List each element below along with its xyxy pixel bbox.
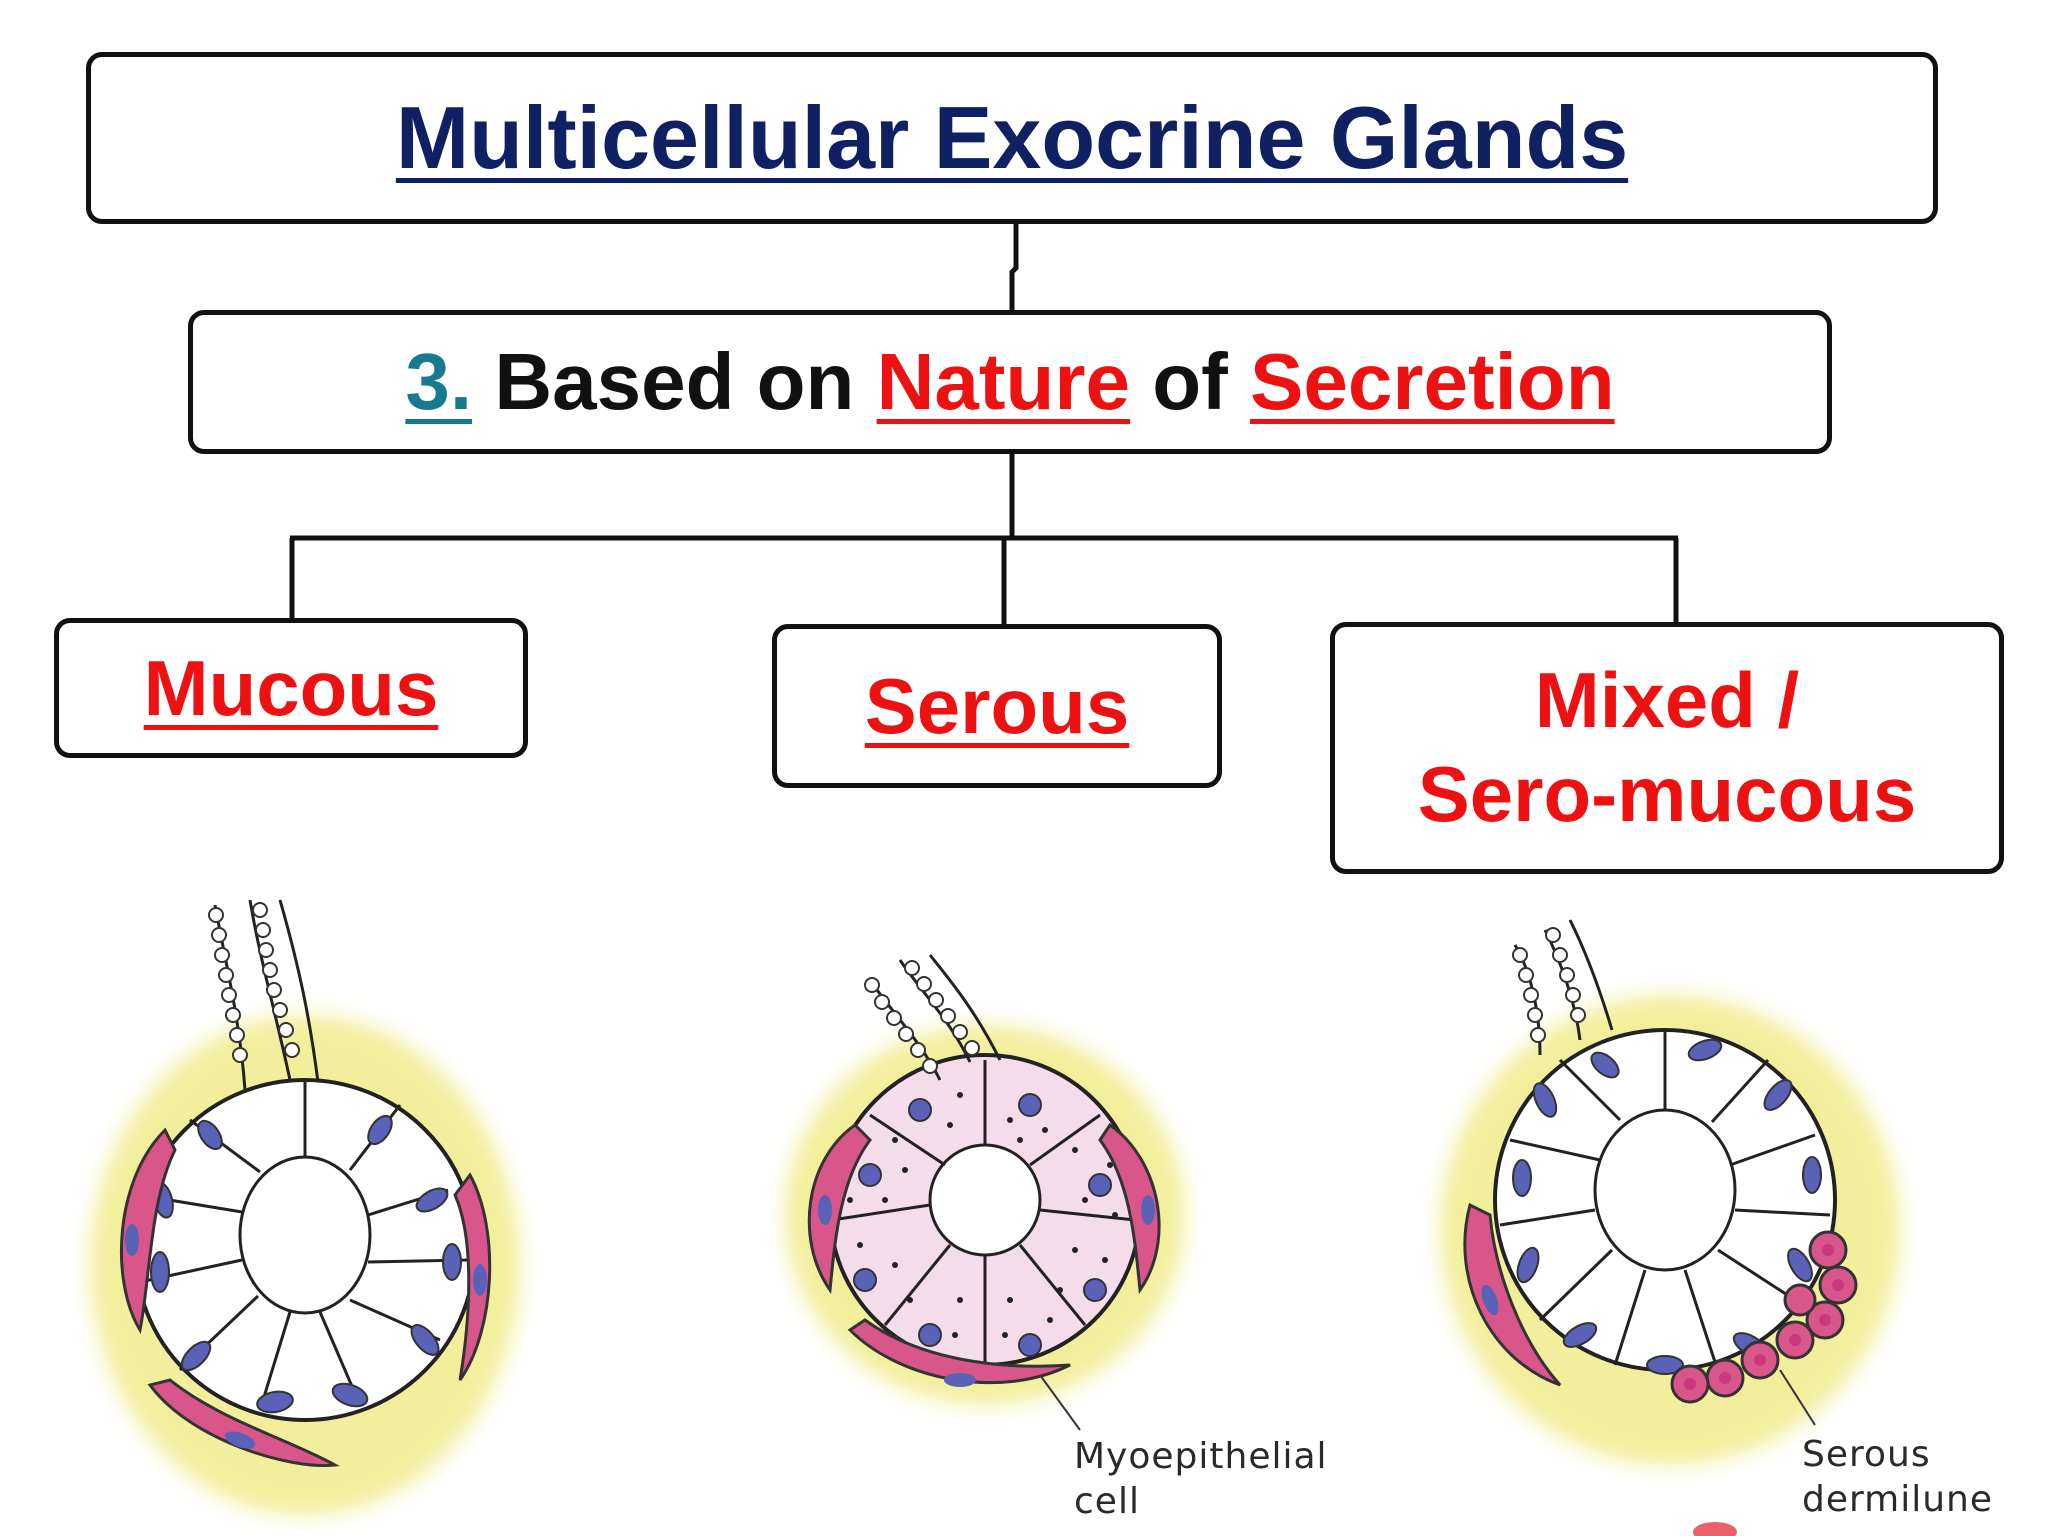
serous-demilune-nuclei [1684, 1244, 1844, 1390]
category-mucous-label: Mucous [143, 643, 439, 732]
criterion-of: of [1152, 337, 1228, 426]
diagram-title: Multicellular Exocrine Glands [395, 88, 1629, 187]
serous-myoepithelial-cells [807, 1122, 1161, 1384]
mixed-lumen [1593, 1108, 1737, 1272]
serous-cells [831, 1060, 1136, 1365]
category-mucous-box: Mucous [54, 618, 528, 758]
category-serous-box: Serous [772, 624, 1222, 788]
mixed-duct-cells [1512, 927, 1586, 1043]
myoepithelial-cell-label: Myoepithelial cell [1074, 1434, 1328, 1524]
category-serous-label: Serous [864, 661, 1130, 750]
category-mixed-box: Mixed / Sero-mucous [1330, 622, 2004, 874]
criterion-text: 3. Based on Nature of Secretion [405, 336, 1614, 428]
serous-granules [847, 1092, 1118, 1338]
mixed-cells [1499, 1030, 1831, 1366]
mucous-duct-cells [208, 902, 300, 1063]
title-box: Multicellular Exocrine Glands [86, 52, 1938, 224]
mixed-myoepithelial-cells [1463, 1202, 1562, 1387]
mucous-myo-nuclei [125, 1224, 487, 1449]
serous-demilune-label: Serous dermilune [1802, 1432, 1993, 1522]
criterion-nature: Nature [876, 337, 1131, 426]
demilune-pointer-line [1779, 1369, 1816, 1426]
partial-cell-bottom [1693, 1522, 1737, 1536]
demilune-label-line1: Serous [1802, 1434, 1931, 1475]
myoepithelial-pointer-line [1039, 1374, 1081, 1431]
serous-nuclei [853, 1093, 1112, 1357]
criterion-based-on: Based on [494, 337, 855, 426]
classification-criterion-box: 3. Based on Nature of Secretion [188, 310, 1832, 454]
title-to-criterion-connector [1009, 224, 1019, 310]
mixed-myo-nuclei [1481, 1284, 1499, 1316]
myoepithelial-label-line1: Myoepithelial [1074, 1436, 1328, 1477]
mucous-myoepithelial-cells [120, 1127, 492, 1468]
category-mixed-line2: Sero-mucous [1417, 750, 1917, 838]
serous-myo-nuclei [818, 1195, 1155, 1387]
criterion-secretion: Secretion [1250, 337, 1615, 426]
demilune-label-line2: dermilune [1802, 1479, 1994, 1520]
mixed-nuclei [1512, 1038, 1822, 1375]
serous-duct-cells [864, 960, 980, 1074]
mucous-nuclei [150, 1114, 462, 1414]
myoepithelial-label-line2: cell [1074, 1481, 1140, 1522]
criterion-number: 3. [405, 337, 473, 426]
category-mixed-line1: Mixed / [1534, 656, 1800, 745]
category-mixed-label: Mixed / Sero-mucous [1418, 654, 1916, 841]
